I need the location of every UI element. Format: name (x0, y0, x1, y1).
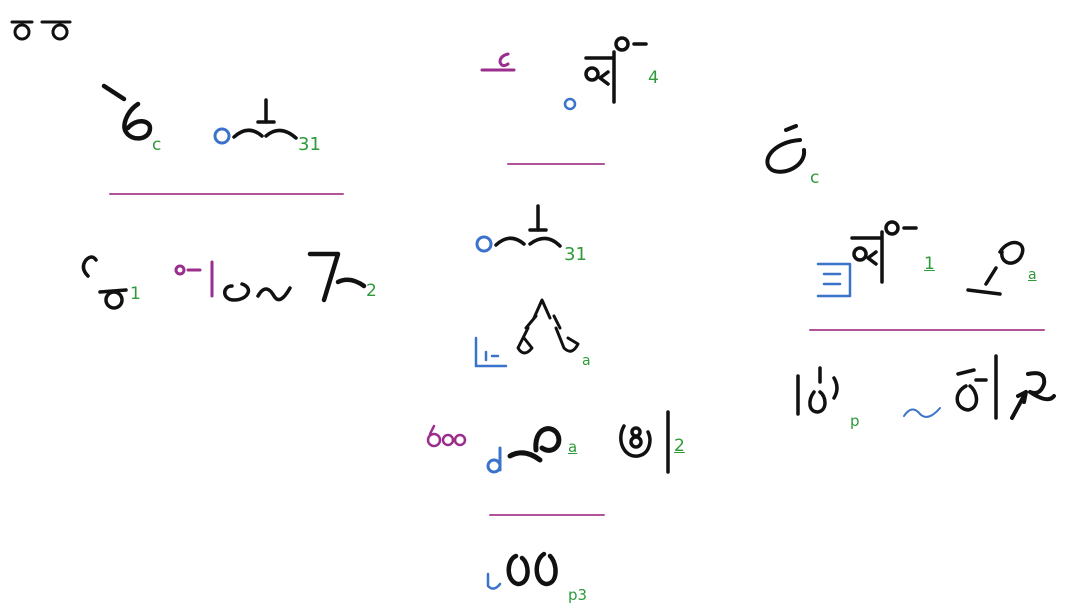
magenta-bar-symbol (174, 260, 214, 298)
label-4-mid: 4 (648, 68, 659, 88)
circle-bar-symbol (584, 36, 648, 104)
blue-corner-symbol (474, 336, 508, 368)
slash-loop-symbol (966, 240, 1025, 296)
mid-top-symbols (480, 36, 648, 111)
blue-box-symbol (816, 262, 852, 298)
right-numerator (816, 220, 1025, 298)
loop-wave-symbol (223, 282, 292, 302)
label-a-pe: a (568, 438, 578, 456)
magenta-six-symbol (480, 52, 516, 72)
left-numerator (101, 83, 298, 145)
right-denominator (796, 354, 1056, 420)
label-a-right: a (1028, 267, 1037, 283)
label-1-right: 1 (924, 254, 935, 274)
right-top-symbol (765, 124, 807, 174)
blue-loop-symbol (213, 127, 231, 145)
double-hook-caret-symbol (516, 298, 580, 355)
label-1-left: 1 (130, 284, 141, 304)
blue-d-symbol (486, 446, 502, 474)
label-c-right: c (810, 168, 820, 188)
double-u-symbol (506, 551, 558, 587)
arc-cross-symbol-2 (494, 204, 562, 248)
label-31-left: 31 (298, 134, 321, 155)
blue-small-loop (563, 97, 577, 111)
blue-hook-symbol (486, 572, 502, 590)
seven-shape-symbol (307, 251, 367, 303)
label-31-mid: 31 (564, 244, 587, 265)
d-bar-arrow-symbol (955, 354, 1056, 420)
label-p-right: p (850, 412, 860, 430)
blue-wave-symbol (903, 407, 941, 418)
circle-bar-symbol-2 (850, 220, 918, 284)
left-denominator (81, 251, 367, 310)
double-circle-bar-symbol (619, 410, 670, 474)
bar-drop-symbol (796, 366, 839, 416)
label-p3: p3 (568, 586, 588, 604)
hook-over-loop-symbol (81, 255, 128, 310)
mid-pe-row (426, 410, 670, 474)
mid-bottom-row (486, 551, 558, 590)
blue-loop-symbol-2 (475, 235, 493, 253)
mid-arc-cross-row (475, 204, 562, 253)
magenta-loops-symbol (426, 424, 467, 448)
corner-symbol-pair (10, 20, 72, 41)
p-hook-symbol (507, 426, 562, 463)
arc-cross-symbol (232, 98, 298, 140)
label-c-left: c (152, 135, 162, 155)
label-a-caret: a (582, 353, 591, 369)
mid-caret-row (474, 298, 580, 368)
label-2-mid: 2 (674, 436, 685, 456)
label-2-left: 2 (366, 281, 377, 301)
six-shape-symbol (101, 83, 153, 141)
